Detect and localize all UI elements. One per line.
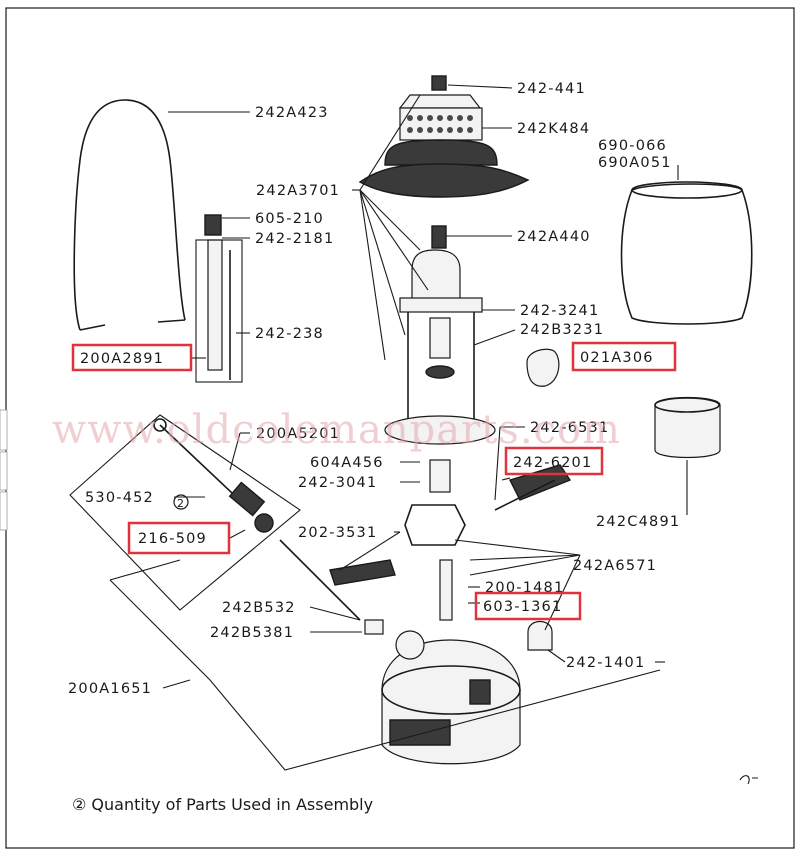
group-box-upper (69, 414, 301, 611)
heat-ring (654, 396, 721, 459)
label-242A423: 242A423 (255, 105, 329, 121)
footnote: ② Quantity of Parts Used in Assembly (72, 795, 373, 814)
globe-rim (631, 181, 743, 199)
edge-tab (0, 451, 8, 491)
label-202-3531: 202-3531 (298, 525, 377, 541)
highlight-021A306 (571, 341, 677, 372)
highlight-200A2891 (71, 343, 193, 372)
tube-box (195, 239, 243, 383)
highlight-242-6201 (504, 446, 604, 476)
heat-ring-top (654, 397, 720, 413)
label-242-1401: 242-1401 (566, 655, 645, 671)
label-242-3041: 242-3041 (298, 475, 377, 491)
highlight-boxes (71, 341, 677, 621)
label-242-2181: 242-2181 (255, 231, 334, 247)
clip (329, 559, 396, 586)
tube (207, 239, 223, 371)
label-605-210: 605-210 (255, 211, 324, 227)
label-242C4891: 242C4891 (596, 514, 680, 530)
label-242B5381: 242B5381 (210, 625, 294, 641)
watermark-text: www.oldcolemanparts.com (52, 407, 621, 453)
tube-nut (204, 214, 222, 236)
highlight-603-1361 (474, 591, 582, 621)
globe (620, 183, 753, 325)
label-242B3231: 242B3231 (520, 322, 604, 338)
label-530-452: 530-452 (85, 490, 154, 506)
edge-tab (0, 409, 8, 451)
label-242-238: 242-238 (255, 326, 324, 342)
label-200A1651: 200A1651 (68, 681, 152, 697)
label-242-441: 242-441 (517, 81, 586, 97)
stray-mark (739, 775, 758, 785)
label-242B532: 242B532 (222, 600, 296, 616)
fount (381, 630, 521, 765)
label-242A6571: 242A6571 (573, 558, 657, 574)
filler-cap (527, 620, 553, 651)
group-box-lower (109, 559, 661, 771)
bail-wire (73, 99, 186, 331)
label-242-6531: 242-6531 (530, 420, 609, 436)
ventilator-assembly (358, 75, 530, 198)
label-200A2891: 200A2891 (80, 351, 164, 367)
frame-assembly (384, 225, 496, 445)
label-690-066: 690-066 (598, 138, 667, 154)
leader-lines (162, 84, 688, 689)
label-200A5201: 200A5201 (256, 426, 340, 442)
label-604A456: 604A456 (310, 455, 384, 471)
label-690A051: 690A051 (598, 155, 672, 171)
mica-chimney (526, 348, 560, 387)
label-603-1361: 603-1361 (483, 599, 562, 615)
label-242A3701: 242A3701 (256, 183, 340, 199)
part-labels: 242-441 242A423 242K484 690-066 690A051 … (68, 81, 680, 697)
quantity-marker-number: 2 (177, 497, 184, 510)
label-242A440: 242A440 (517, 229, 591, 245)
label-242K484: 242K484 (517, 121, 590, 137)
generator-rod (153, 418, 384, 635)
quantity-marker (173, 494, 189, 510)
highlight-216-509 (127, 521, 231, 555)
label-242-6201: 242-6201 (513, 455, 592, 471)
label-242-3241: 242-3241 (520, 303, 599, 319)
label-021A306: 021A306 (580, 350, 654, 366)
label-216-509: 216-509 (138, 531, 207, 547)
edge-tab (0, 491, 8, 531)
